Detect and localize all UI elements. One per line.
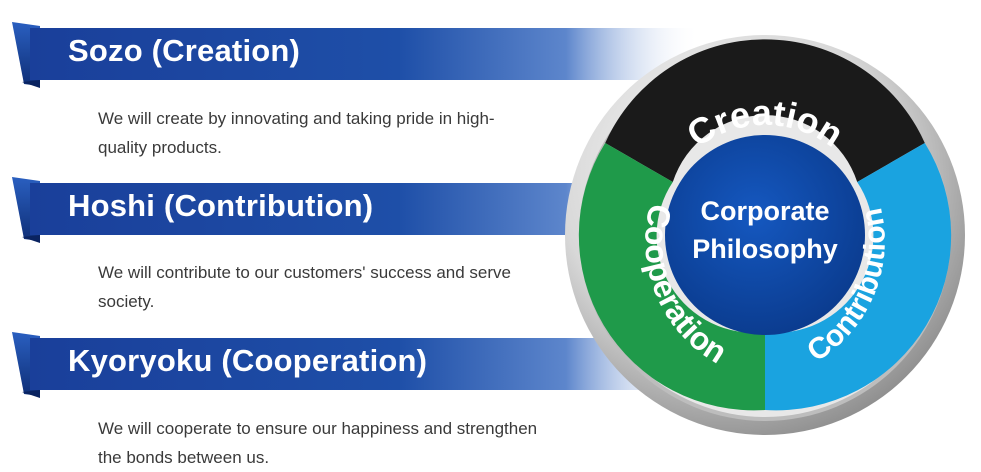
segment-cooperation <box>578 143 765 411</box>
center-disc <box>665 135 865 335</box>
banner-title: Sozo (Creation) <box>68 33 301 68</box>
banner-title: Kyoryoku (Cooperation) <box>68 343 428 378</box>
banner-kyoryoku: Kyoryoku (Cooperation) <box>0 332 700 400</box>
center-label-line2: Philosophy <box>692 234 838 264</box>
banner-title: Hoshi (Contribution) <box>68 188 374 223</box>
segment-creation <box>605 39 925 182</box>
center-label-line1: Corporate <box>700 196 829 226</box>
philosophy-wheel: Corporate Philosophy Creation Contributi… <box>565 35 965 435</box>
description-kyoryoku: We will cooperate to ensure our happines… <box>98 419 538 467</box>
segment-contribution <box>765 143 952 411</box>
banner-ribbon-graphic <box>12 332 700 398</box>
banner-sozo: Sozo (Creation) <box>0 22 700 90</box>
description-hoshi: We will contribute to our customers' suc… <box>98 263 511 311</box>
banner-ribbon-graphic <box>12 22 700 88</box>
description-sozo: We will create by innovating and taking … <box>98 109 495 157</box>
